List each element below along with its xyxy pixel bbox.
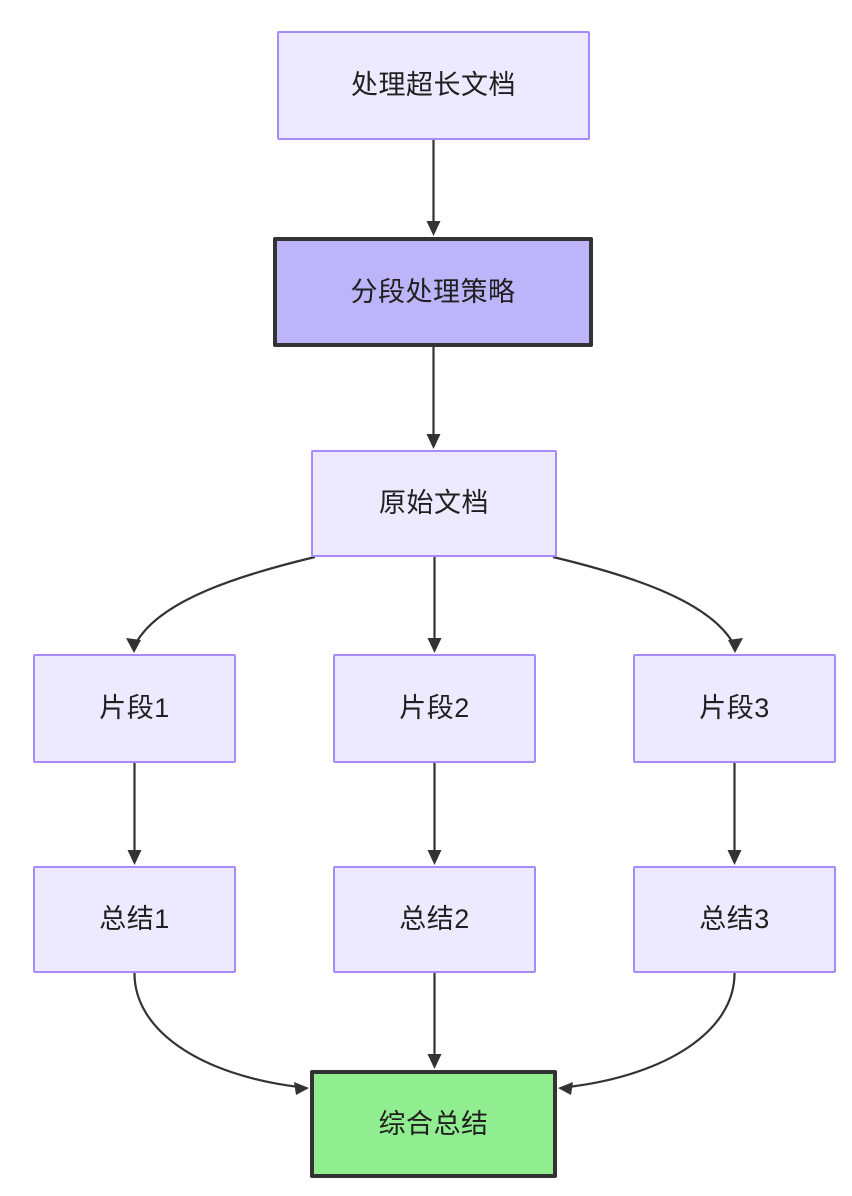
node-final-summary-label: 综合总结 — [378, 1108, 489, 1139]
edge-summary-2-to-final-summary — [427, 973, 442, 1069]
node-final-summary[interactable]: 综合总结 — [310, 1070, 557, 1178]
node-summary-2[interactable]: 总结2 — [333, 866, 536, 973]
edge-fragment-2-to-summary-2 — [427, 763, 442, 865]
edge-long-document-to-chunk-strategy — [426, 140, 441, 236]
node-fragment-2-label: 片段2 — [399, 693, 470, 724]
edge-source-document-to-fragment-3 — [552, 555, 743, 653]
node-fragment-2[interactable]: 片段2 — [333, 654, 536, 763]
node-summary-1-label: 总结1 — [99, 904, 170, 935]
node-fragment-1-label: 片段1 — [99, 693, 170, 724]
edge-summary-3-to-final-summary — [558, 972, 736, 1095]
node-fragment-1[interactable]: 片段1 — [33, 654, 236, 763]
node-fragment-3-label: 片段3 — [699, 693, 770, 724]
edge-fragment-1-to-summary-1 — [127, 763, 142, 865]
node-fragment-3[interactable]: 片段3 — [633, 654, 836, 763]
node-source-document[interactable]: 原始文档 — [311, 450, 557, 557]
node-summary-2-label: 总结2 — [399, 904, 470, 935]
node-chunk-strategy[interactable]: 分段处理策略 — [273, 237, 593, 347]
node-summary-3[interactable]: 总结3 — [633, 866, 836, 973]
edge-chunk-strategy-to-source-document — [426, 347, 441, 449]
edge-source-document-to-fragment-1 — [126, 555, 316, 653]
edge-source-document-to-fragment-2 — [427, 557, 442, 653]
node-chunk-strategy-label: 分段处理策略 — [350, 276, 516, 307]
edge-summary-1-to-final-summary — [133, 972, 309, 1095]
node-long-document-label: 处理超长文档 — [351, 70, 516, 101]
node-summary-3-label: 总结3 — [699, 904, 770, 935]
edge-fragment-3-to-summary-3 — [727, 763, 742, 865]
node-long-document[interactable]: 处理超长文档 — [277, 31, 590, 140]
node-summary-1[interactable]: 总结1 — [33, 866, 236, 973]
node-source-document-label: 原始文档 — [379, 488, 489, 519]
